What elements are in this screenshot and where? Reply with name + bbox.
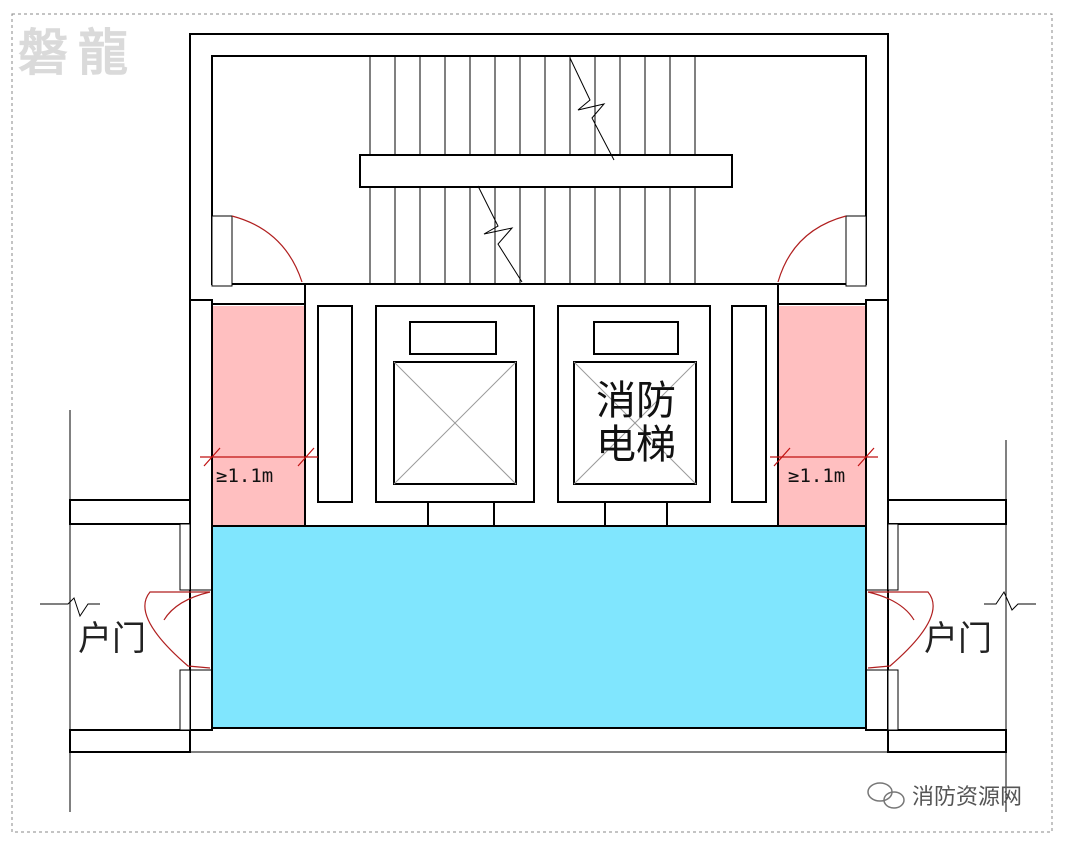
- elevator-car-1: [375, 305, 535, 527]
- shaft-side-wall-left: [317, 305, 353, 503]
- unit-door-right-swing: [867, 591, 934, 669]
- fire-elevator-label-line1: 消防: [596, 378, 676, 424]
- unit-door-right-leaf: [867, 591, 915, 621]
- stair-landing: [359, 154, 733, 188]
- wall-left-vertical: [189, 299, 213, 731]
- clearance-zone-left: [212, 306, 305, 526]
- fire-elevator-label-line2: 电梯: [596, 422, 676, 468]
- elevator-1-counterweight: [409, 321, 497, 355]
- stair-break-line-lower: [477, 185, 523, 283]
- corridor-left: [40, 410, 212, 812]
- dimension-right: [770, 447, 878, 467]
- elevator-car-2: [557, 305, 711, 527]
- dimension-left: [200, 447, 318, 467]
- stair-door-left: [211, 215, 303, 287]
- watermark-logo: 磐龍: [18, 23, 138, 82]
- clearance-label-left: ≥1.1m: [216, 465, 273, 487]
- elevator-1-door: [427, 501, 495, 527]
- source-watermark-text: 消防资源网: [912, 785, 1022, 810]
- shaft-side-wall-right: [731, 305, 767, 503]
- source-watermark: 消防资源网: [867, 782, 1022, 810]
- stair-break-line-upper: [569, 57, 615, 161]
- corridor-right: [866, 440, 1036, 812]
- elevator-2-counterweight: [593, 321, 679, 355]
- fire-elevator-front-room: [211, 525, 867, 729]
- unit-door-left-leaf: [163, 591, 211, 621]
- clearance-zone-right: [778, 306, 866, 526]
- clearance-label-right: ≥1.1m: [788, 465, 845, 487]
- wechat-icon: [867, 782, 905, 809]
- unit-door-left-swing: [144, 591, 211, 669]
- outer-frame: [11, 13, 1053, 833]
- wall-right-vertical: [865, 299, 889, 731]
- unit-door-label-right: 户门: [924, 619, 992, 659]
- stair-door-right: [777, 215, 867, 287]
- unit-door-label-left: 户门: [78, 619, 146, 659]
- elevator-2-door: [604, 501, 668, 527]
